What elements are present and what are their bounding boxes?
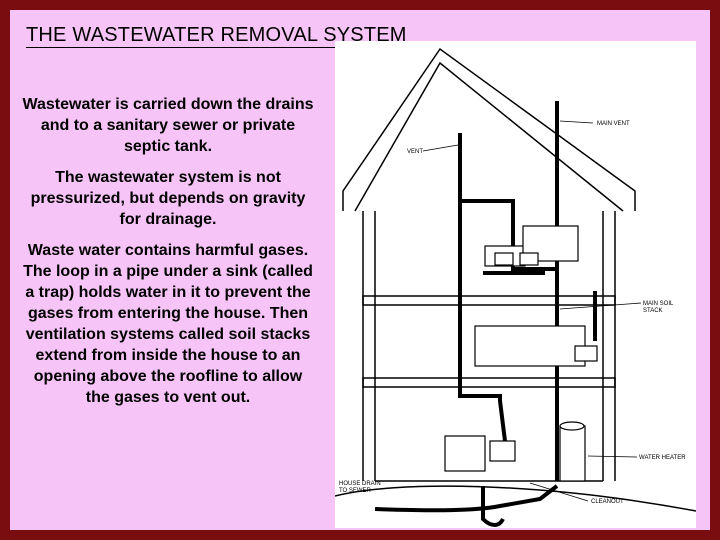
water-heater [559,425,586,482]
slide-title: THE WASTEWATER REMOVAL SYSTEM [26,24,407,48]
toilet-upper [494,252,514,266]
label-main-soil: MAIN SOIL [643,301,674,307]
ground-line [334,485,697,512]
label-cleanout: CLEANOUT [591,499,624,505]
roof-outline [342,47,636,211]
washer [444,435,486,472]
label-main-vent: MAIN VENT [597,121,630,127]
label-vent: VENT [407,149,423,155]
paragraph-gases: Waste water contains harmful gases. The … [23,242,313,406]
paragraph-gravity: The wastewater system is not pressurized… [30,169,306,228]
second-floor [362,295,616,306]
label-water-heater: WATER HEATER [639,455,686,461]
house-drawing: MAIN VENT VENT MAIN SOIL STACK WATER HEA… [334,47,697,527]
label-to-sewer: TO SEWER [339,488,372,494]
first-floor [362,377,616,388]
paragraph-drains: Wastewater is carried down the drains an… [22,96,314,155]
laundry-sink [489,440,516,462]
label-house-drain: HOUSE DRAIN [339,481,381,487]
label-stack: STACK [643,308,663,314]
body-text: Wastewater is carried down the drains an… [20,94,316,418]
roof-inner-line [354,61,624,212]
plumbing-diagram: MAIN VENT VENT MAIN SOIL STACK WATER HEA… [334,41,697,528]
sink-middle [574,345,598,362]
slide-content: THE WASTEWATER REMOVAL SYSTEM Wastewater… [10,10,710,530]
bathtub-middle [474,325,586,367]
